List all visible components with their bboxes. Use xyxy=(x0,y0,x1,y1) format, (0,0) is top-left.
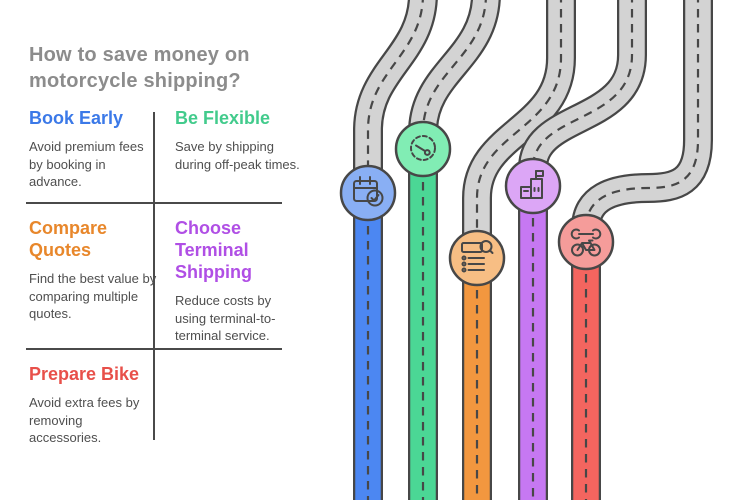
colored-roads xyxy=(353,149,601,500)
badge-be-flexible xyxy=(394,120,452,178)
tip-body: Reduce costs by using terminal-to-termin… xyxy=(175,293,276,343)
tip-compare-quotes: Compare Quotes Find the best value by co… xyxy=(29,217,157,323)
gray-road-5 xyxy=(571,0,713,244)
gray-road-1 xyxy=(353,0,438,196)
quotes-search-icon xyxy=(461,240,494,273)
tip-body: Find the best value by comparing multipl… xyxy=(29,271,157,321)
badges xyxy=(339,120,615,287)
grid-divider-horizontal-top xyxy=(26,202,282,204)
gray-road-3 xyxy=(462,0,576,260)
tip-book-early: Book Early Avoid premium fees by booking… xyxy=(29,107,157,191)
badge-prepare-bike xyxy=(557,213,615,271)
tip-heading: Book Early xyxy=(29,108,124,128)
clock-icon xyxy=(410,135,436,161)
tip-choose-terminal-shipping: Choose Terminal Shipping Reduce costs by… xyxy=(175,217,303,345)
badge-compare-quotes xyxy=(448,229,506,287)
terminal-building-icon xyxy=(520,170,544,199)
badge-choose-terminal xyxy=(504,157,562,215)
tip-heading: Compare Quotes xyxy=(29,218,108,260)
bike-wrench-icon xyxy=(570,228,602,257)
badge-book-early xyxy=(339,164,397,222)
page-title: How to save money on motorcycle shipping… xyxy=(29,42,269,94)
gray-road-4 xyxy=(518,0,647,188)
grid-divider-vertical xyxy=(153,112,155,440)
tip-heading: Prepare Bike xyxy=(29,364,140,384)
tip-body: Save by shipping during off-peak times. xyxy=(175,139,300,172)
tip-body: Avoid extra fees by removing accessories… xyxy=(29,395,140,445)
tip-be-flexible: Be Flexible Save by shipping during off-… xyxy=(175,107,303,173)
tip-heading: Choose Terminal Shipping xyxy=(175,218,252,282)
page-title-line1: How to save money on xyxy=(29,44,250,66)
tip-prepare-bike: Prepare Bike Avoid extra fees by removin… xyxy=(29,363,157,447)
calendar-check-icon xyxy=(353,176,384,207)
tip-body: Avoid premium fees by booking in advance… xyxy=(29,139,144,189)
gray-roads xyxy=(353,0,713,260)
page-title-line2: motorcycle shipping? xyxy=(29,70,241,92)
tip-heading: Be Flexible xyxy=(175,108,271,128)
grid-divider-horizontal-bottom xyxy=(26,348,282,350)
